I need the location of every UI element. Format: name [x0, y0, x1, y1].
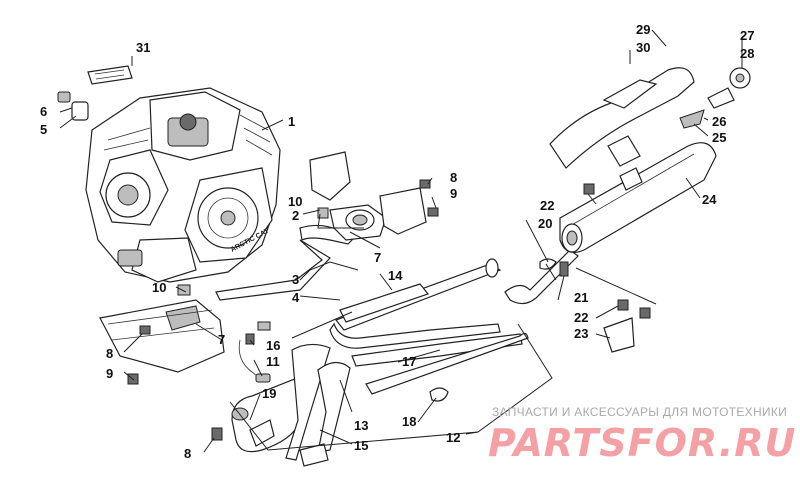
callout-14: 14 [388, 268, 403, 283]
callout-8c: 8 [184, 446, 191, 461]
callout-22a: 22 [540, 198, 554, 213]
head-pipe-parts [215, 151, 439, 331]
engine-assembly: ARCTIC CAT [85, 87, 281, 283]
callout-9b: 9 [106, 366, 113, 381]
callout-4: 4 [292, 290, 300, 305]
callout-21: 21 [574, 290, 588, 305]
callout-3: 3 [292, 272, 299, 287]
callout-15: 15 [354, 438, 368, 453]
leader-lines [59, 29, 743, 453]
callout-9a: 9 [450, 186, 457, 201]
callout-17: 17 [402, 354, 416, 369]
callout-31: 31 [136, 40, 150, 55]
callout-13: 13 [354, 418, 368, 433]
callout-8a: 8 [450, 170, 457, 185]
callout-25: 25 [712, 130, 726, 145]
callout-24: 24 [702, 192, 717, 207]
decal-label-part [87, 65, 133, 85]
watermark-tagline: ЗАПЧАСТИ И АКСЕССУАРЫ ДЛЯ МОТОТЕХНИКИ [492, 405, 787, 419]
callout-7a: 7 [374, 250, 381, 265]
callout-22b: 22 [574, 310, 588, 325]
bushing-parts [57, 91, 89, 121]
callout-1: 1 [288, 114, 295, 129]
callout-6: 6 [40, 104, 47, 119]
callout-30: 30 [636, 40, 650, 55]
callout-8b: 8 [106, 346, 113, 361]
callout-10b: 10 [152, 280, 166, 295]
callout-23: 23 [574, 326, 588, 341]
lower-mount-bracket [99, 284, 225, 385]
callout-28: 28 [740, 46, 754, 61]
callout-5: 5 [40, 122, 47, 137]
callout-19: 19 [262, 386, 276, 401]
callout-10a: 10 [288, 194, 302, 209]
watermark-logo: PARTSFOR.RU [488, 421, 796, 465]
sensor-part [238, 333, 271, 383]
callout-2: 2 [292, 208, 299, 223]
callout-numbers: 31 6 5 1 10 2 3 4 10 7 8 9 16 11 19 8 13… [40, 22, 754, 461]
callout-20: 20 [538, 216, 552, 231]
watermark: ЗАПЧАСТИ И АКСЕССУАРЫ ДЛЯ МОТОТЕХНИКИ PA… [488, 405, 796, 465]
callout-11: 11 [266, 354, 280, 369]
callout-29: 29 [636, 22, 650, 37]
callout-12: 12 [446, 430, 460, 445]
callout-27: 27 [740, 28, 754, 43]
mid-pipe-parts [211, 322, 529, 467]
callout-18: 18 [402, 414, 416, 429]
callout-26: 26 [712, 114, 726, 129]
callout-7b: 7 [218, 332, 225, 347]
muffler-assembly [539, 67, 751, 353]
callout-16: 16 [266, 338, 280, 353]
